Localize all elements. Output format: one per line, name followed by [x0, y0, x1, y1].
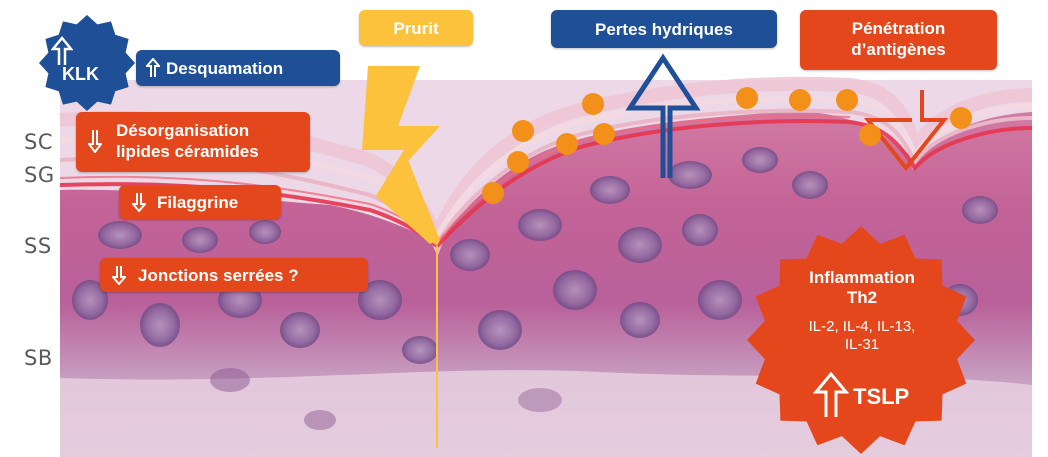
penetration-box: Pénétration d’antigènes — [800, 10, 997, 70]
antigen-dot-icon — [859, 124, 881, 146]
desorganisation-line1: Désorganisation — [116, 120, 310, 141]
layer-label-sg: SG — [24, 163, 55, 187]
desorganisation-box: Désorganisation lipides céramides — [76, 112, 310, 172]
filaggrine-box: Filaggrine — [119, 185, 281, 219]
antigen-dot-icon — [556, 133, 578, 155]
arrow-up-outline-icon — [51, 36, 73, 66]
inflammation-title-line1: Inflammation — [771, 268, 953, 288]
arrow-down-outline-icon — [112, 265, 126, 285]
antigen-dot-icon — [789, 89, 811, 111]
jonctions-box: Jonctions serrées ? — [100, 258, 368, 292]
pertes-hydriques-box: Pertes hydriques — [551, 10, 777, 48]
arrow-up-outline-icon — [146, 58, 160, 78]
antigen-dot-icon — [482, 182, 504, 204]
filaggrine-label: Filaggrine — [157, 192, 281, 213]
layer-label-sb: SB — [24, 346, 53, 370]
inflammation-badge: Inflammation Th2 IL-2, IL-4, IL-13, IL-3… — [771, 262, 953, 432]
cytokines-line1: IL-2, IL-4, IL-13, — [771, 318, 953, 336]
jonctions-label: Jonctions serrées ? — [138, 265, 368, 286]
layer-label-sc: SC — [24, 130, 53, 154]
antigen-dot-icon — [736, 87, 758, 109]
prurit-box: Prurit — [359, 10, 473, 46]
antigen-dot-icon — [593, 123, 615, 145]
tslp-label: TSLP — [853, 384, 909, 410]
desquamation-label: Desquamation — [166, 58, 340, 79]
cytokines-list: IL-2, IL-4, IL-13, IL-31 — [771, 318, 953, 354]
arrow-down-outline-icon — [88, 129, 102, 153]
antigen-dot-icon — [512, 120, 534, 142]
desquamation-box: Desquamation — [136, 50, 340, 86]
antigen-dot-icon — [950, 107, 972, 129]
arrow-down-outline-icon — [132, 192, 146, 212]
antigen-dot-icon — [836, 89, 858, 111]
inflammation-title: Inflammation Th2 — [771, 268, 953, 308]
penetration-line2: d’antigènes — [800, 39, 997, 60]
layer-label-ss: SS — [24, 234, 52, 258]
pertes-label: Pertes hydriques — [551, 19, 777, 40]
antigen-dot-icon — [507, 151, 529, 173]
cytokines-line2: IL-31 — [771, 336, 953, 354]
klk-label: KLK — [62, 64, 99, 85]
desorganisation-line2: lipides céramides — [116, 141, 310, 162]
inflammation-title-line2: Th2 — [771, 288, 953, 308]
antigen-dot-icon — [582, 93, 604, 115]
prurit-label: Prurit — [359, 18, 473, 39]
klk-badge: KLK — [40, 26, 134, 100]
arrow-up-outline-icon — [813, 372, 849, 418]
penetration-line1: Pénétration — [800, 18, 997, 39]
